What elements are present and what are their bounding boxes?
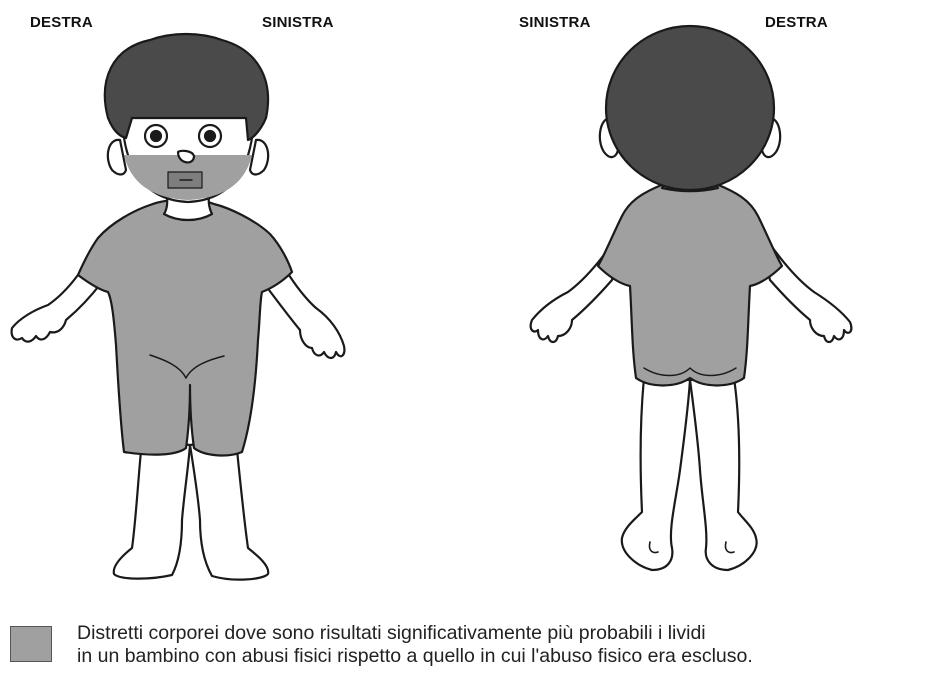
front-right-ear bbox=[108, 140, 126, 175]
back-figure bbox=[531, 26, 852, 570]
body-diagram bbox=[0, 0, 929, 600]
front-right-leg bbox=[190, 440, 268, 580]
legend-line-2: in un bambino con abusi fisici rispetto … bbox=[77, 645, 927, 668]
front-left-ear bbox=[250, 140, 268, 175]
legend-text: Distretti corporei dove sono risultati s… bbox=[77, 622, 927, 668]
legend-line-1: Distretti corporei dove sono risultati s… bbox=[77, 622, 927, 645]
back-right-leg bbox=[690, 378, 757, 570]
front-right-pupil bbox=[151, 131, 161, 141]
front-torso bbox=[78, 200, 292, 456]
legend-swatch bbox=[10, 626, 52, 662]
front-left-leg bbox=[114, 440, 190, 579]
front-left-pupil bbox=[205, 131, 215, 141]
front-figure bbox=[12, 34, 345, 580]
back-torso bbox=[598, 180, 782, 386]
back-left-leg bbox=[622, 378, 690, 570]
back-head bbox=[606, 26, 774, 190]
